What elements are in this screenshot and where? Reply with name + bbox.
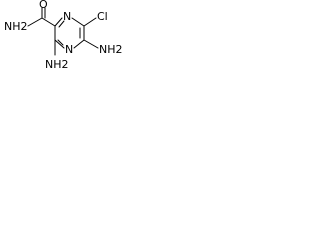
bond-ring-n1-c6 — [71, 17, 85, 27]
atom-label-n-ring-top: N — [63, 10, 71, 23]
bond-ring-c5-n4 — [73, 39, 85, 49]
bond-ring-inner-3 — [57, 39, 64, 46]
structure-canvas: N N O Cl NH2 NH2 NH2 — [0, 0, 134, 75]
bond-ring-c2-n1 — [54, 17, 63, 27]
bond-c6-cl — [83, 17, 97, 27]
atom-label-amino-bottom-nh2: NH2 — [45, 58, 69, 71]
atom-label-chlorine: Cl — [97, 10, 108, 23]
chemical-structure-diagram: N N O Cl NH2 NH2 NH2 — [4, 0, 123, 71]
atom-label-carbonyl-oxygen: O — [39, 0, 48, 11]
bond-ring-n4-c3 — [54, 39, 65, 49]
atom-label-amino-right-nh2: NH2 — [99, 43, 123, 56]
bond-c2-carbonyl-c — [41, 17, 56, 27]
bond-c5-nh2 — [83, 39, 99, 49]
bond-ring-inner-1 — [58, 20, 65, 28]
atom-label-amide-nh2: NH2 — [4, 20, 28, 33]
bond-carbonyl-c-n — [27, 17, 43, 27]
atom-label-n-ring-bottom: N — [65, 43, 73, 56]
